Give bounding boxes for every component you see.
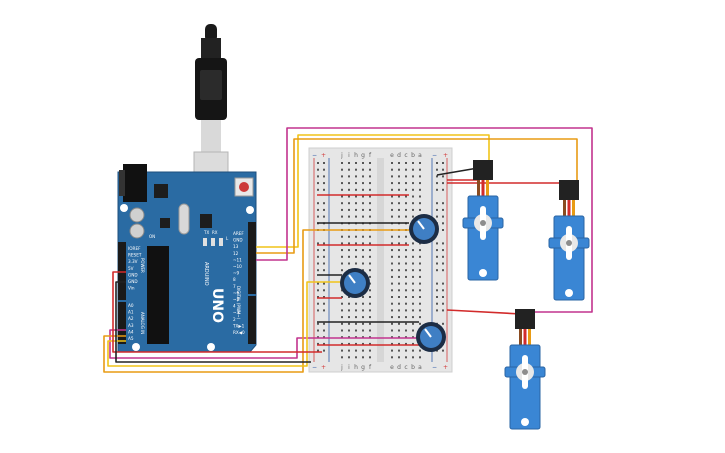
bb-letter-bottom: i: [348, 364, 350, 371]
wire-red-servo3: [446, 309, 522, 315]
bb-plus-top-left: +: [321, 152, 326, 159]
power-pin-label: RESET: [128, 253, 142, 258]
bb-plus-bottom-left: +: [321, 364, 326, 371]
bb-letter-bottom: g: [361, 364, 365, 371]
arduino-brand-label: ARDUINO: [203, 262, 209, 286]
digital-pin-label: TX▶1: [232, 323, 245, 328]
digital-pin-label: 13: [233, 244, 239, 249]
bb-letter-top: b: [411, 152, 415, 159]
power-pin-label: GND: [128, 279, 138, 284]
arduino-rx-label: RX: [212, 230, 218, 235]
digital-pin-label: ~9: [233, 271, 240, 276]
digital-pin-label: 7: [233, 284, 236, 289]
bb-letter-top: c: [404, 152, 407, 159]
bb-letter-bottom: d: [397, 364, 401, 371]
bb-letter-bottom: e: [390, 364, 394, 371]
arduino-digital-label: DIGITAL (PWM~): [236, 286, 241, 320]
arduino-tx-label: TX: [203, 230, 209, 235]
digital-pin-label: AREF: [233, 231, 244, 236]
bb-minus-top-left: −: [312, 152, 317, 159]
wire-black-gnd: [115, 281, 311, 363]
arduino-power-label: POWER: [140, 258, 145, 273]
wire-red-5v: [112, 271, 322, 353]
digital-pin-label: 2: [233, 317, 236, 322]
bb-letter-bottom: b: [411, 364, 415, 371]
bb-letter-bottom: h: [354, 364, 358, 371]
digital-pin-label: 12: [233, 251, 239, 256]
bb-minus-top-right: −: [432, 152, 437, 159]
bb-letter-top: g: [361, 152, 365, 159]
analog-pin-label: A5: [128, 336, 134, 341]
digital-pin-label: 8: [233, 277, 236, 282]
wire-magenta-pin10: [256, 127, 593, 313]
wire-black-servo1: [436, 167, 479, 176]
bb-letter-top: d: [397, 152, 401, 159]
usb-cable: [193, 24, 229, 197]
servo-motor-3: [504, 309, 546, 430]
bb-plus-bottom-right: +: [443, 364, 448, 371]
power-pin-label: IOREF: [128, 246, 141, 251]
potentiometer-3: [416, 322, 446, 352]
digital-pin-label: ~3: [233, 310, 240, 315]
digital-pin-label: 4: [233, 304, 236, 309]
power-pin-label: 3.3V: [128, 259, 138, 264]
bb-letter-top: h: [354, 152, 358, 159]
potentiometer-1: [409, 214, 439, 244]
wire-yellow-pin12: [256, 134, 490, 248]
arduino-uno-label: UNO: [209, 288, 225, 323]
digital-pin-label: ~6: [233, 290, 240, 295]
servo-motor-2: [548, 180, 590, 301]
bb-minus-bottom-right: −: [432, 364, 437, 371]
power-jack: [123, 164, 147, 202]
bb-letter-top: a: [418, 152, 422, 159]
analog-pin-label: A4: [128, 329, 134, 334]
analog-pin-label: A2: [128, 316, 134, 321]
bb-letter-top: e: [390, 152, 394, 159]
bb-letter-bottom: c: [404, 364, 407, 371]
bb-letter-bottom: f: [369, 364, 372, 371]
analog-pin-label: A3: [128, 323, 134, 328]
arduino-uno-board: ON L TX RX UNO ARDUINO DIGITAL (PWM~) AN…: [117, 164, 257, 353]
bb-plus-top-right: +: [443, 152, 448, 159]
arduino-on-label: ON: [149, 234, 155, 239]
digital-pin-label: RX◀0: [233, 330, 245, 335]
bb-letter-bottom: a: [418, 364, 422, 371]
bb-letter-top: j: [340, 152, 343, 159]
wire-orange-analog: [103, 229, 409, 373]
wire-yellow-analog: [107, 281, 342, 367]
analog-pin-label: A1: [128, 310, 134, 315]
servo-motor-1: [462, 160, 504, 281]
arduino-l-label: L: [226, 236, 229, 241]
power-pin-label: Vin: [128, 286, 135, 291]
digital-pin-label: ~5: [233, 297, 240, 302]
analog-pin-label: A0: [128, 303, 134, 308]
power-pin-label: GND: [128, 272, 138, 277]
bb-letter-top: f: [369, 152, 372, 159]
digital-pin-label: GND: [233, 238, 243, 243]
bb-minus-bottom-left: −: [312, 364, 317, 371]
wire-orange-pin11: [256, 138, 578, 254]
power-pin-label: 5V: [128, 266, 134, 271]
breadboard-holes: [317, 162, 444, 359]
bb-letter-bottom: j: [340, 364, 343, 371]
bb-letter-top: i: [348, 152, 350, 159]
atmega-chip: [147, 246, 169, 344]
wires: [103, 127, 593, 373]
potentiometer-2: [340, 268, 370, 298]
digital-pin-label: ~11: [233, 257, 242, 262]
digital-pin-label: ~10: [233, 264, 242, 269]
arduino-analog-label: ANALOG IN: [140, 312, 145, 334]
